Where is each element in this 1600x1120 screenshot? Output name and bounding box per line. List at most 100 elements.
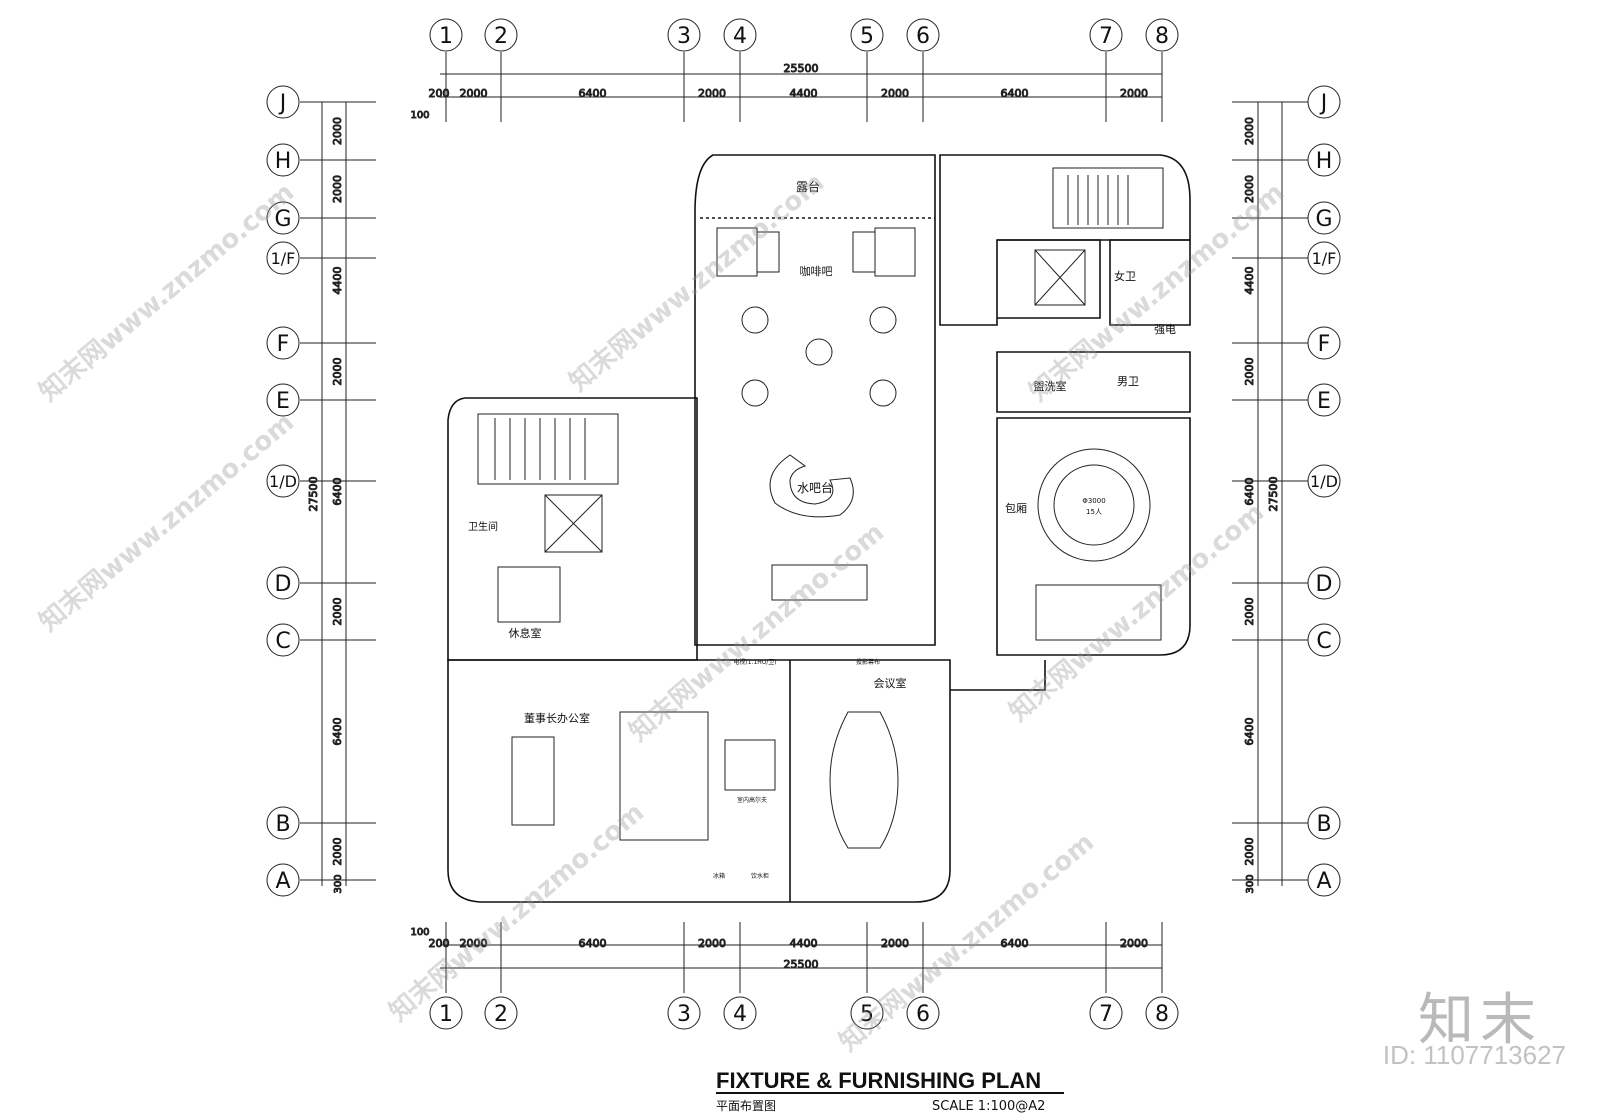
dimension-segment: 2000 — [331, 175, 344, 203]
row-grid-label: C — [275, 629, 290, 654]
column-grid-label: 3 — [677, 24, 691, 49]
column-grid-label: 3 — [677, 1002, 691, 1027]
label-table-size: Φ3000 — [1082, 497, 1105, 505]
row-grid-bubble: F — [1307, 326, 1341, 360]
dimension-offset: 300 — [1245, 874, 1256, 893]
room-labels: 露台 咖啡吧 水吧台 女卫 强电 男卫 盥洗室 包厢 Φ3000 15人 卫生间… — [468, 179, 1176, 880]
column-grid-label: 6 — [916, 24, 930, 49]
column-grid-label: 2 — [494, 1002, 508, 1027]
column-grid-label: 4 — [733, 1002, 747, 1027]
label-bathroom: 卫生间 — [468, 520, 498, 533]
label-chairman-office: 董事长办公室 — [524, 711, 590, 725]
dimension-segment: 2000 — [1120, 87, 1148, 100]
row-grid-bubble: 1/D — [1307, 464, 1341, 498]
row-grid-label: B — [1316, 812, 1331, 837]
drawing-title: FIXTURE & FURNISHING PLAN — [716, 1068, 1041, 1093]
row-grid-bubble: A — [1307, 863, 1341, 897]
dimension-segment: 2000 — [331, 358, 344, 386]
dimension-segment: 200 — [429, 87, 450, 100]
dimension-segment: 200 — [429, 937, 450, 950]
row-grid-bubble: G — [1307, 201, 1341, 235]
drawing-scale: SCALE 1:100@A2 — [932, 1099, 1045, 1114]
dimension-segment: 2000 — [1243, 358, 1256, 386]
row-grid-bubble: D — [1307, 566, 1341, 600]
dimension-segment: 2000 — [460, 87, 488, 100]
row-grid-label: D — [1316, 572, 1333, 597]
dimension-segment: 2000 — [881, 87, 909, 100]
label-water-cabinet: 饮水柜 — [751, 872, 769, 880]
row-grid-bubble: H — [1307, 143, 1341, 177]
drawing-subtitle: 平面布置图 — [716, 1099, 776, 1113]
row-grid-label: C — [1316, 629, 1331, 654]
column-grid-bubble: 2 — [484, 996, 518, 1030]
dimension-segment: 2000 — [331, 838, 344, 866]
dimension-segment: 6400 — [579, 937, 607, 950]
dimension-segment: 6400 — [331, 478, 344, 506]
column-grid-bubble: 3 — [667, 996, 701, 1030]
dimension-segment: 2000 — [1243, 598, 1256, 626]
row-grid-label: B — [275, 812, 290, 837]
label-tv-note: 电视(1.1HU/卫) — [733, 658, 776, 666]
label-male-wc: 男卫 — [1117, 375, 1139, 388]
column-grid-label: 7 — [1099, 1002, 1113, 1027]
dimension-total: 27500 — [307, 477, 320, 512]
dimension-offset: 100 — [410, 110, 429, 121]
label-electrical: 强电 — [1154, 323, 1176, 336]
row-grid-bubble: A — [266, 863, 300, 897]
dimension-segment: 6400 — [579, 87, 607, 100]
label-female-wc: 女卫 — [1114, 269, 1136, 283]
column-grid-bubble: 7 — [1089, 18, 1123, 52]
image-id: ID: 1107713627 — [1382, 1040, 1566, 1070]
dimension-segment: 4400 — [1243, 267, 1256, 295]
row-grid-label: J — [1319, 91, 1328, 116]
column-grid-bubble: 3 — [667, 18, 701, 52]
row-grid-label: F — [1318, 332, 1331, 357]
row-grid-bubble: J — [266, 85, 300, 119]
building-walls — [447, 154, 1191, 903]
column-grid-bubble: 6 — [906, 996, 940, 1030]
dimension-segment: 6400 — [331, 718, 344, 746]
row-grid-bubble: 1/F — [266, 241, 300, 275]
row-grid-bubble: G — [266, 201, 300, 235]
column-grid-label: 1 — [439, 1002, 453, 1027]
row-grid-label: G — [1315, 207, 1332, 232]
title-block: FIXTURE & FURNISHING PLAN 平面布置图 SCALE 1:… — [716, 1068, 1064, 1114]
column-grid-label: 5 — [860, 24, 874, 49]
dimension-segment: 2000 — [1120, 937, 1148, 950]
label-meeting-room: 会议室 — [874, 676, 907, 690]
dimension-segment: 2000 — [1243, 175, 1256, 203]
row-grid-bubble: E — [1307, 383, 1341, 417]
column-grid-bubble: 5 — [850, 996, 884, 1030]
dimension-segment: 2000 — [698, 937, 726, 950]
row-grid-label: E — [1317, 389, 1331, 414]
dimension-offset: 300 — [333, 874, 344, 893]
label-private-room: 包厢 — [1005, 502, 1027, 515]
column-grid-label: 4 — [733, 24, 747, 49]
label-projection-screen: 投影幕布 — [856, 658, 880, 666]
stairs-and-lifts — [477, 167, 1164, 553]
row-grid-bubble: D — [266, 566, 300, 600]
row-grid-label: G — [274, 207, 291, 232]
row-grid-label: 1/F — [1312, 249, 1337, 268]
dimension-segment: 2000 — [1243, 838, 1256, 866]
column-grid-bubble: 5 — [850, 18, 884, 52]
column-grid-bubble: 2 — [484, 18, 518, 52]
row-grid-bubble: E — [266, 383, 300, 417]
row-grid-bubble: B — [266, 806, 300, 840]
column-grid-bubble: 8 — [1145, 996, 1179, 1030]
row-grid-label: H — [1316, 149, 1333, 174]
label-terrace: 露台 — [796, 179, 820, 194]
dimension-segment: 2000 — [1243, 117, 1256, 145]
dimension-offset: 100 — [410, 927, 429, 938]
column-grid-label: 8 — [1155, 24, 1169, 49]
dimension-segment: 6400 — [1001, 87, 1029, 100]
label-coffee-bar: 咖啡吧 — [800, 264, 833, 278]
row-grid-label: J — [278, 91, 287, 116]
column-grid-bubble: 4 — [723, 18, 757, 52]
column-grid-label: 2 — [494, 24, 508, 49]
dimension-total: 27500 — [1267, 477, 1280, 512]
column-grid-label: 8 — [1155, 1002, 1169, 1027]
column-grid-label: 6 — [916, 1002, 930, 1027]
